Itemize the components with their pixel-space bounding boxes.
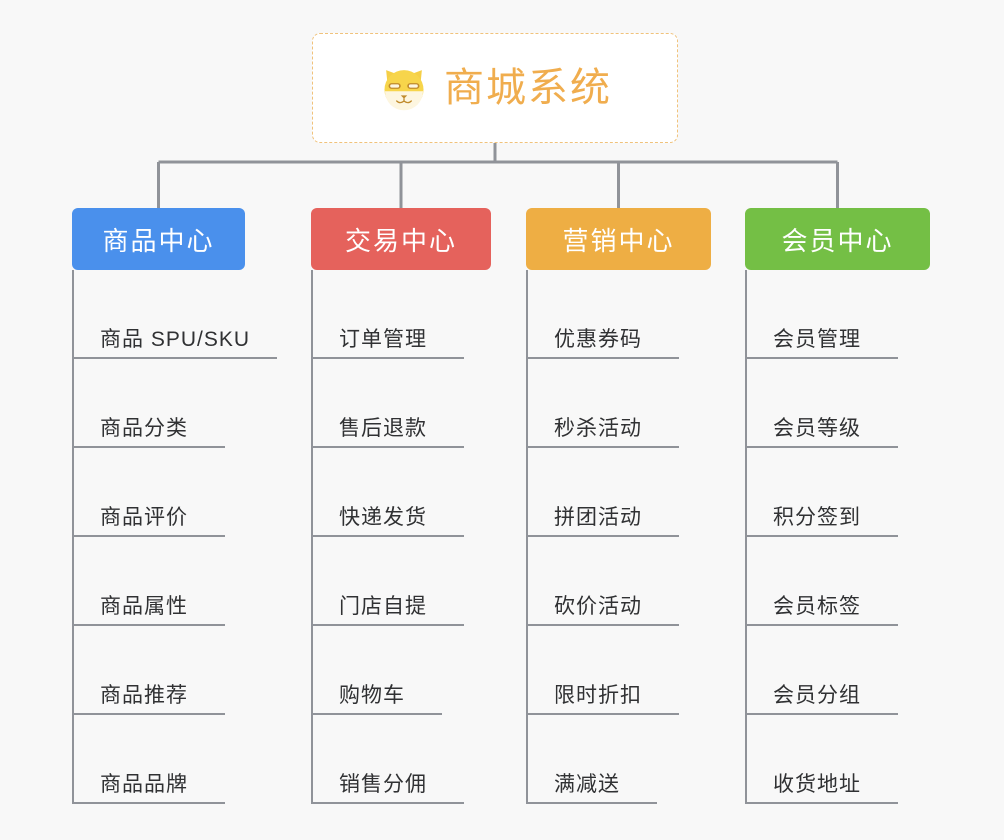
category-box-marketing-center[interactable]: 营销中心 (526, 208, 711, 270)
leaf-item-label: 会员标签 (773, 594, 861, 618)
leaf-item-label: 商品评价 (100, 505, 188, 529)
leaf-item[interactable]: 积分签到 (745, 448, 898, 537)
category-box-trade-center[interactable]: 交易中心 (311, 208, 491, 270)
leaf-item-label: 销售分佣 (339, 772, 427, 796)
leaf-item[interactable]: 会员标签 (745, 537, 898, 626)
leaf-item[interactable]: 商品 SPU/SKU (72, 270, 277, 359)
leaf-item-label: 积分签到 (773, 505, 861, 529)
leaf-item[interactable]: 满减送 (526, 715, 657, 804)
leaf-item-label: 会员管理 (773, 327, 861, 351)
leaf-item-label: 商品分类 (100, 416, 188, 440)
leaf-item[interactable]: 秒杀活动 (526, 359, 679, 448)
leaf-item-label: 限时折扣 (554, 683, 642, 707)
leaf-item[interactable]: 商品评价 (72, 448, 225, 537)
leaf-item-label: 订单管理 (339, 327, 427, 351)
leaf-item-label: 售后退款 (339, 416, 427, 440)
leaf-item-label: 购物车 (339, 683, 405, 707)
leaf-item[interactable]: 商品分类 (72, 359, 225, 448)
leaf-item[interactable]: 商品品牌 (72, 715, 225, 804)
leaf-item-label: 会员等级 (773, 416, 861, 440)
leaf-item-label: 商品推荐 (100, 683, 188, 707)
category-box-product-center[interactable]: 商品中心 (72, 208, 245, 270)
leaf-item-label: 收货地址 (773, 772, 861, 796)
category-label: 交易中心 (344, 225, 457, 256)
leaf-item[interactable]: 会员分组 (745, 626, 898, 715)
leaf-item[interactable]: 商品推荐 (72, 626, 225, 715)
leaf-item[interactable]: 快递发货 (311, 448, 464, 537)
category-box-member-center[interactable]: 会员中心 (745, 208, 930, 270)
category-label: 营销中心 (562, 225, 675, 256)
leaf-item[interactable]: 售后退款 (311, 359, 464, 448)
column-spine (311, 270, 313, 804)
leaf-item-label: 门店自提 (339, 594, 427, 618)
column-spine (745, 270, 747, 804)
leaf-item[interactable]: 会员等级 (745, 359, 898, 448)
leaf-item[interactable]: 会员管理 (745, 270, 898, 359)
shiba-dog-face-icon (384, 70, 424, 111)
leaf-item[interactable]: 优惠券码 (526, 270, 679, 359)
leaf-item[interactable]: 拼团活动 (526, 448, 679, 537)
category-label: 商品中心 (102, 225, 215, 256)
leaf-item[interactable]: 销售分佣 (311, 715, 464, 804)
leaf-item[interactable]: 砍价活动 (526, 537, 679, 626)
column-spine (72, 270, 74, 804)
leaf-item-label: 商品品牌 (100, 772, 188, 796)
leaf-item-label: 砍价活动 (554, 594, 642, 618)
leaf-item-label: 商品属性 (100, 594, 188, 618)
leaf-item-label: 会员分组 (773, 683, 861, 707)
leaf-item-label: 商品 SPU/SKU (100, 327, 251, 351)
leaf-item[interactable]: 购物车 (311, 626, 442, 715)
leaf-item-label: 快递发货 (339, 505, 427, 529)
category-label: 会员中心 (781, 225, 894, 256)
leaf-item[interactable]: 商品属性 (72, 537, 225, 626)
leaf-item[interactable]: 限时折扣 (526, 626, 679, 715)
leaf-item-label: 秒杀活动 (554, 416, 642, 440)
column-spine (526, 270, 528, 804)
leaf-item[interactable]: 门店自提 (311, 537, 464, 626)
root-title: 商城系统 (444, 66, 612, 110)
root-node-mall-system[interactable]: 商城系统 (312, 33, 678, 143)
leaf-item[interactable]: 收货地址 (745, 715, 898, 804)
leaf-item-label: 拼团活动 (554, 505, 642, 529)
leaf-item[interactable]: 订单管理 (311, 270, 464, 359)
leaf-item-label: 满减送 (554, 772, 620, 796)
leaf-item-label: 优惠券码 (554, 327, 642, 351)
